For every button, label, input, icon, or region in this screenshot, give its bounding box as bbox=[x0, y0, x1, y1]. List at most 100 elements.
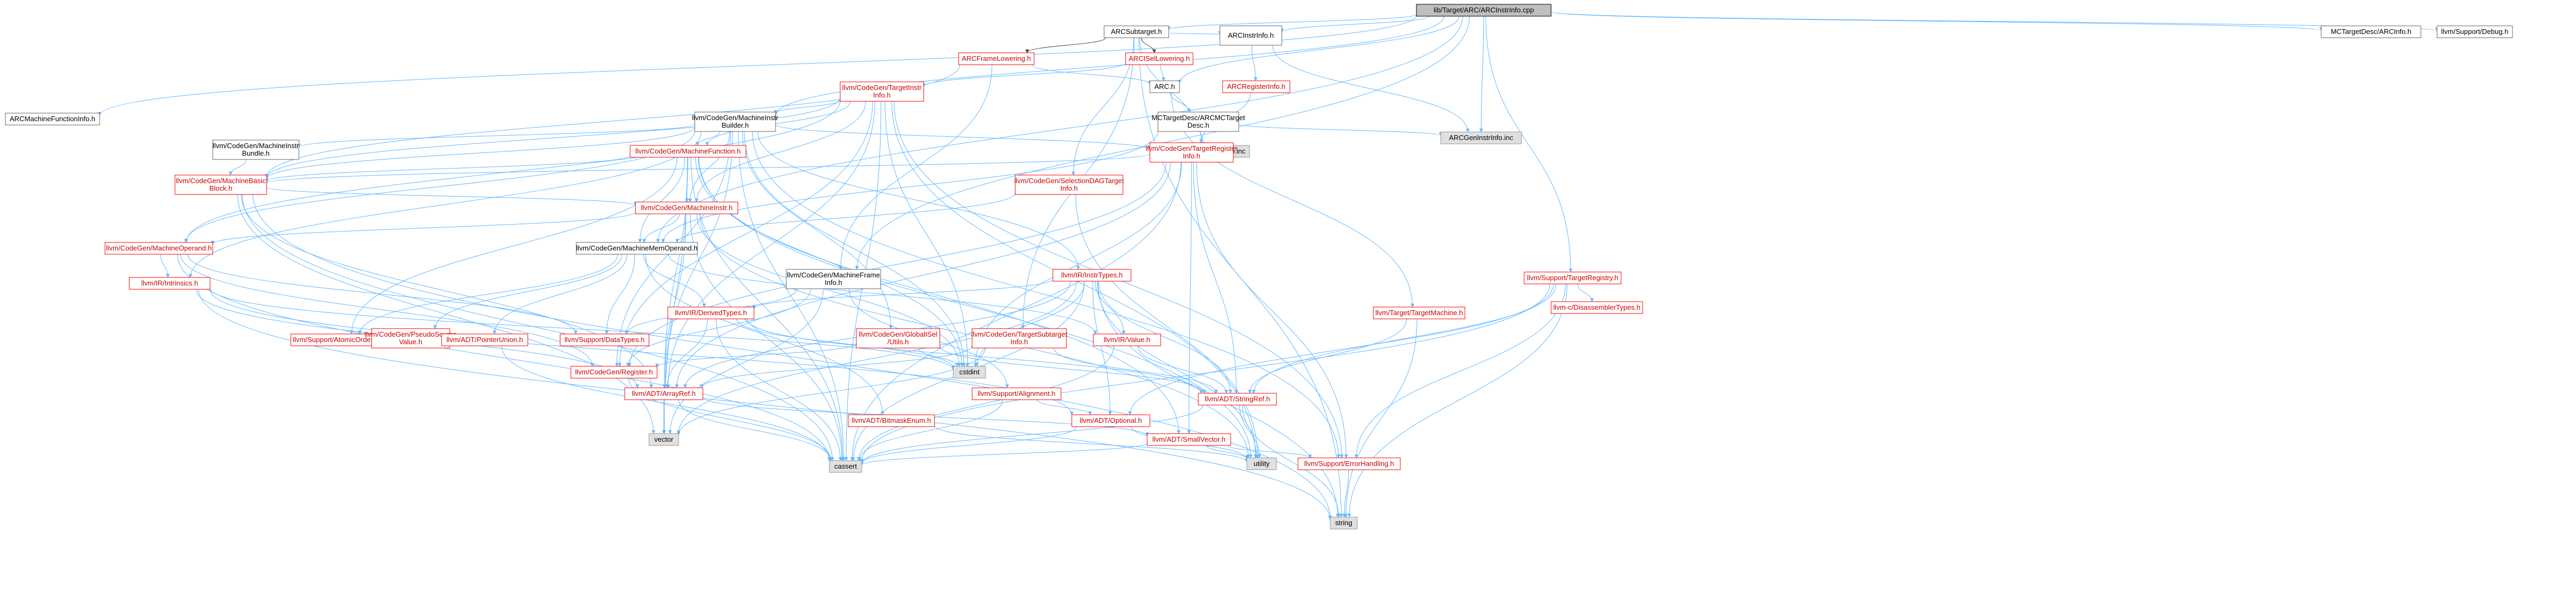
node-label: ARCMachineFunctionInfo.h bbox=[10, 115, 95, 123]
node-label: string bbox=[1335, 519, 1352, 527]
node-pointerunion[interactable]: llvm/ADT/PointerUnion.h bbox=[441, 333, 528, 346]
edge-machineinstr-to-cstdint bbox=[696, 213, 961, 367]
node-label: MCTargetDesc/ARCInfo.h bbox=[2331, 27, 2412, 36]
node-string: string bbox=[1330, 517, 1358, 530]
node-arcreginfo[interactable]: ARCRegisterInfo.h bbox=[1222, 80, 1290, 93]
edge-irvalue-to-cassert bbox=[856, 345, 1114, 461]
edge-targetinstrinfo-to-register bbox=[618, 101, 873, 367]
edge-mbb-to-string bbox=[253, 194, 1332, 520]
node-arcinstrinfo[interactable]: ARCInstrInfo.h bbox=[1219, 25, 1282, 46]
node-derivedtypes[interactable]: llvm/IR/DerivedTypes.h bbox=[667, 307, 755, 319]
node-machineoperand[interactable]: llvm/CodeGen/MachineOperand.h bbox=[104, 242, 213, 255]
node-bitmaskenum[interactable]: llvm/ADT/BitmaskEnum.h bbox=[848, 414, 935, 427]
node-arch[interactable]: ARC.h bbox=[1149, 80, 1180, 93]
node-label: llvm/CodeGen/MachineFunction.h bbox=[636, 147, 741, 155]
node-arcframelowering[interactable]: ARCFrameLowering.h bbox=[958, 52, 1035, 65]
edge-root-to-mctargetdesc bbox=[1551, 11, 2323, 31]
node-alignment[interactable]: llvm/Support/Alignment.h bbox=[972, 387, 1062, 400]
node-intrinsics[interactable]: llvm/IR/Intrinsics.h bbox=[129, 277, 211, 290]
node-globalisel[interactable]: llvm/CodeGen/GlobalISel/Utils.h bbox=[856, 328, 940, 349]
node-targetregistry[interactable]: llvm/Support/TargetRegistry.h bbox=[1524, 271, 1622, 284]
edge-errorhandling-to-string bbox=[1342, 469, 1349, 518]
node-box bbox=[1222, 80, 1290, 93]
node-arrayref[interactable]: llvm/ADT/ArrayRef.h bbox=[624, 387, 703, 400]
node-box bbox=[1551, 301, 1643, 314]
node-box bbox=[1157, 112, 1239, 132]
node-debug[interactable]: llvm/Support/Debug.h bbox=[2437, 25, 2513, 38]
edge-arch-to-mcarcmctargetdesc bbox=[1170, 92, 1191, 113]
edge-machineinstr-to-mmo bbox=[642, 213, 680, 243]
node-instrtypes[interactable]: llvm/IR/InstrTypes.h bbox=[1052, 269, 1132, 282]
edge-root-to-mmo bbox=[656, 16, 1463, 243]
node-disasm[interactable]: llvm-c/DisassemblerTypes.h bbox=[1551, 301, 1643, 314]
edge-targetmachine-to-string bbox=[1344, 318, 1418, 518]
edge-mmo-to-irvalue bbox=[668, 254, 1098, 335]
node-root[interactable]: lib/Target/ARC/ARCInstrInfo.cpp bbox=[1416, 4, 1552, 17]
node-errorhandling[interactable]: llvm/Support/ErrorHandling.h bbox=[1297, 457, 1401, 470]
node-label: llvm/CodeGen/MachineMemOperand.h bbox=[576, 244, 697, 252]
node-box bbox=[2437, 25, 2513, 38]
node-label: llvm/Support/TargetRegistry.h bbox=[1527, 274, 1618, 282]
edge-machineoperand-to-datatypes bbox=[187, 254, 578, 335]
node-label: Info.h bbox=[1010, 338, 1028, 346]
node-machineinstr[interactable]: llvm/CodeGen/MachineInstr.h bbox=[635, 201, 738, 214]
node-label: Info.h bbox=[1183, 152, 1200, 160]
edge-derivedtypes-to-arrayref bbox=[665, 318, 708, 388]
node-arcsubtarget[interactable]: ARCSubtarget.h bbox=[1104, 25, 1169, 38]
node-datatypes[interactable]: llvm/Support/DataTypes.h bbox=[560, 333, 650, 346]
node-optional[interactable]: llvm/ADT/Optional.h bbox=[1071, 414, 1150, 427]
edge-mmo-to-atomicordering bbox=[358, 254, 618, 335]
node-mmo[interactable]: llvm/CodeGen/MachineMemOperand.h bbox=[576, 242, 698, 255]
node-box bbox=[1198, 393, 1277, 406]
edge-arcframelowering-to-arch bbox=[1031, 64, 1152, 85]
node-label: llvm/CodeGen/TargetSubtarget bbox=[971, 330, 1067, 338]
edge-targetregistry-to-errorhandling bbox=[1354, 283, 1566, 458]
edge-pointerunion-to-cassert bbox=[501, 345, 832, 462]
edge-mibuilder-to-cassert bbox=[738, 131, 846, 461]
edge-root-to-arcsubtarget bbox=[1167, 14, 1417, 30]
edge-mbb-to-machineinstr bbox=[266, 186, 638, 206]
edge-seldagti-to-utility bbox=[1075, 194, 1260, 458]
node-label: ARCRegisterInfo.h bbox=[1227, 82, 1285, 90]
node-box bbox=[560, 333, 650, 346]
node-label: Builder.h bbox=[722, 121, 749, 129]
edge-intrinsics-to-cstdint bbox=[210, 288, 955, 371]
edge-root-to-targetregistry bbox=[1485, 16, 1573, 273]
node-label: llvm/ADT/StringRef.h bbox=[1205, 395, 1270, 403]
node-box bbox=[1416, 4, 1552, 17]
node-targetmachine[interactable]: llvm/Target/TargetMachine.h bbox=[1373, 307, 1465, 319]
edge-machineoperand-to-register bbox=[180, 254, 595, 367]
edge-machineoperand-to-cassert bbox=[177, 254, 832, 462]
edge-mfi-to-vector bbox=[668, 288, 823, 434]
node-smallvector[interactable]: llvm/ADT/SmallVector.h bbox=[1147, 433, 1231, 446]
node-arciselowering[interactable]: ARCISelLowering.h bbox=[1125, 52, 1193, 65]
edge-smallvector-to-errorhandling bbox=[1227, 445, 1312, 458]
node-arcmfi[interactable]: ARCMachineFunctionInfo.h bbox=[5, 113, 100, 126]
edge-smallvector-to-cassert bbox=[860, 442, 1148, 466]
node-stringref[interactable]: llvm/ADT/StringRef.h bbox=[1198, 393, 1277, 406]
edge-machinefunction-to-mbb bbox=[264, 155, 631, 182]
edge-root-to-mibuilder bbox=[773, 16, 1444, 116]
node-irvalue[interactable]: llvm/IR/Value.h bbox=[1093, 333, 1161, 346]
edge-instrtypes-to-irvalue bbox=[1094, 281, 1126, 335]
node-box bbox=[441, 333, 528, 346]
node-label: Block.h bbox=[210, 184, 233, 192]
node-mctargetdesc[interactable]: MCTargetDesc/ARCInfo.h bbox=[2321, 25, 2421, 38]
node-register[interactable]: llvm/CodeGen/Register.h bbox=[570, 366, 658, 379]
edge-targetreginfo-to-smallvector bbox=[1187, 162, 1192, 434]
node-label: llvm/IR/Intrinsics.h bbox=[141, 279, 198, 287]
node-box bbox=[1524, 271, 1622, 284]
node-machinefunction[interactable]: llvm/CodeGen/MachineFunction.h bbox=[630, 145, 746, 158]
node-label: llvm/CodeGen/MachineOperand.h bbox=[106, 244, 212, 252]
node-box bbox=[1149, 142, 1234, 163]
